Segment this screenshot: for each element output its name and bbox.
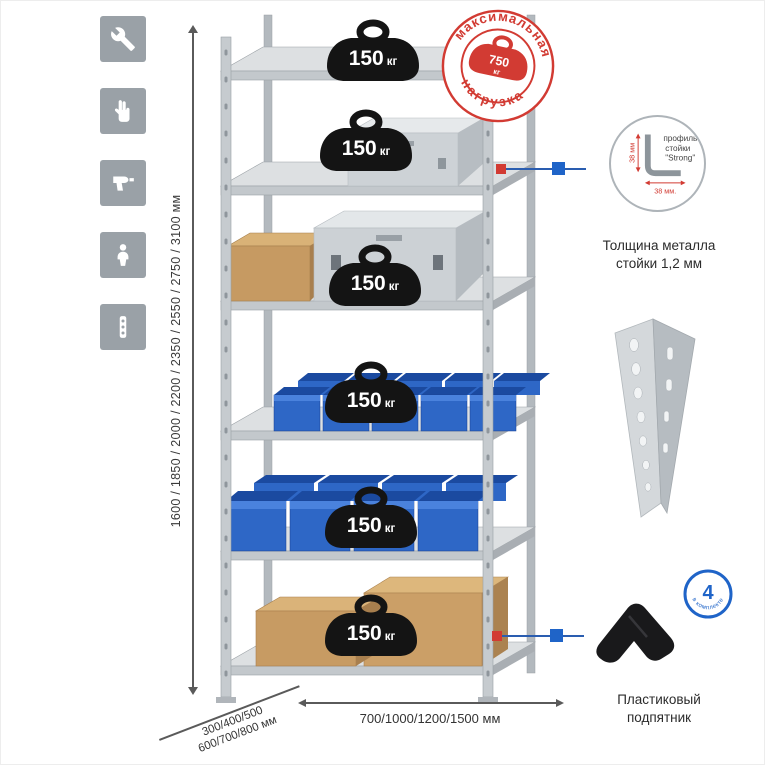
stamp-weight-icon xyxy=(468,43,528,81)
weight-value: 150 xyxy=(341,137,377,160)
back-left-post xyxy=(263,14,273,674)
foot-caption-line2: подпятник xyxy=(626,709,692,725)
profile-detail-graphic: 38 мм 38 мм. профиль стойки "Strong" xyxy=(627,133,697,196)
wrench-icon xyxy=(100,16,146,62)
strong-post-graphic xyxy=(614,318,696,518)
badge-value: 4 xyxy=(702,582,714,604)
height-dimension-label: 1600 / 1850 / 2000 / 2200 / 2350 / 2550 … xyxy=(169,194,183,528)
weight-value: 150 xyxy=(348,47,384,70)
profile-callout-blue-square xyxy=(552,162,565,175)
profile-dim-horizontal: 38 мм. xyxy=(654,187,676,196)
max-load-stamp-graphic: максимальная нагрузка 750 кг xyxy=(441,1,562,123)
weight-icon xyxy=(320,109,412,171)
back-right-post xyxy=(526,14,536,674)
profile-callout-line xyxy=(504,168,586,170)
kit-count-badge-graphic: 4 в комплекте xyxy=(683,569,733,619)
height-dimension-line xyxy=(192,32,194,688)
kit-count-badge: 4 в комплекте xyxy=(682,568,734,620)
width-arrow-left-icon xyxy=(298,699,306,707)
weight-icon xyxy=(327,19,419,81)
stamp-unit: кг xyxy=(493,67,501,77)
stamp-value: 750 xyxy=(488,52,511,70)
foot-plate-left xyxy=(216,697,236,703)
drill-glyph xyxy=(113,176,134,191)
foot-caption: Пластиковый подпятник xyxy=(583,691,735,726)
height-arrow-up-icon xyxy=(188,25,198,33)
level-icon xyxy=(100,304,146,350)
weight-icon xyxy=(329,244,421,306)
weight-unit: кг xyxy=(384,398,396,410)
weight-value: 150 xyxy=(346,389,382,412)
drill-icon xyxy=(100,160,146,206)
person-icon xyxy=(100,232,146,278)
level-glyph xyxy=(119,316,127,338)
profile-label-line1: профиль xyxy=(663,134,697,143)
foot-plate-right xyxy=(478,697,498,703)
weight-unit: кг xyxy=(384,631,396,643)
profile-label-line3: "Strong" xyxy=(665,154,695,163)
width-arrow-right-icon xyxy=(556,699,564,707)
width-dimension-line xyxy=(304,702,556,704)
profile-caption-line1: Толщина металла xyxy=(602,238,716,253)
weight-value: 150 xyxy=(346,514,382,537)
plastic-foot-graphic xyxy=(596,603,675,663)
weight-value: 150 xyxy=(350,272,386,295)
person-glyph xyxy=(117,244,129,266)
foot-callout-red-square xyxy=(492,631,502,641)
weight-unit: кг xyxy=(386,56,398,68)
weight-unit: кг xyxy=(388,281,400,293)
wrench-glyph xyxy=(111,27,135,51)
weight-icon xyxy=(325,594,417,656)
profile-caption: Толщина металла стойки 1,2 мм xyxy=(583,237,735,272)
weight-value: 150 xyxy=(346,622,382,645)
profile-label-line2: стойки xyxy=(665,144,691,153)
max-load-stamp: максимальная нагрузка 750 кг xyxy=(428,1,568,136)
weight-icon xyxy=(325,486,417,548)
gloves-icon xyxy=(100,88,146,134)
profile-dim-vertical: 38 мм xyxy=(627,143,636,163)
profile-angle-shape xyxy=(644,134,681,177)
foot-callout-line xyxy=(500,635,584,637)
gloves-glyph xyxy=(114,100,130,122)
profile-callout-red-square xyxy=(496,164,506,174)
profile-detail-circle: 38 мм 38 мм. профиль стойки "Strong" xyxy=(609,115,706,212)
height-arrow-down-icon xyxy=(188,687,198,695)
profile-caption-line2: стойки 1,2 мм xyxy=(615,255,703,271)
weight-unit: кг xyxy=(384,523,396,535)
weight-unit: кг xyxy=(379,146,391,158)
foot-caption-line1: Пластиковый xyxy=(617,692,701,707)
foot-callout-blue-square xyxy=(550,629,563,642)
width-dimension-label: 700/1000/1200/1500 мм xyxy=(359,711,501,726)
weight-icon xyxy=(325,361,417,423)
